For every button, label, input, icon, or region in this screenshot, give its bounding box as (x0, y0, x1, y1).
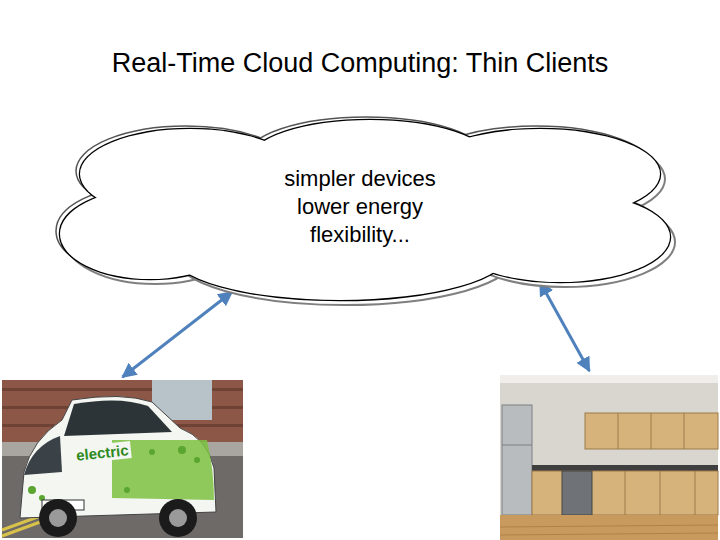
double-arrow (540, 282, 589, 371)
car-photo (2, 380, 243, 538)
photo-text: electric (73, 441, 131, 464)
slide-title: Real-Time Cloud Computing: Thin Clients (0, 48, 720, 79)
kitchen-photo-node (500, 375, 718, 538)
kitchen-photo (500, 375, 718, 540)
double-arrow (123, 292, 233, 377)
cloud-text: simpler devices lower energy flexibility… (275, 165, 445, 249)
cloud-shape: simpler devices lower energy flexibility… (40, 112, 680, 302)
car-photo-node: electric (2, 380, 243, 538)
